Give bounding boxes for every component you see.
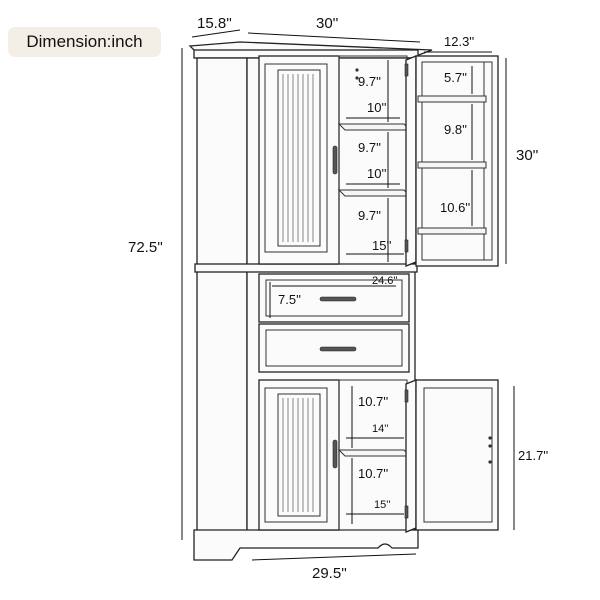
dim-drawer-height: 7.5'' (278, 292, 301, 307)
dim-upper-inner-width: 15'' (372, 238, 391, 253)
dim-lower-inner-width: 15'' (374, 499, 390, 511)
dim-door-shelf-gap-mid: 9.8'' (444, 122, 467, 137)
dim-drawer-width: 24.6'' (372, 275, 398, 287)
dim-lower-height: 21.7'' (518, 448, 548, 463)
lower-right-door (404, 379, 499, 533)
dim-shelf-gap-2: 9.7'' (358, 140, 381, 155)
units-badge: Dimension:inch (8, 27, 161, 57)
dim-lower-shelf-depth: 14'' (372, 423, 388, 435)
dim-door-shelf-gap-top: 5.7'' (444, 70, 467, 85)
dim-lower-gap-1: 10.7'' (358, 394, 388, 409)
dim-base-width: 29.5'' (312, 565, 347, 582)
dim-width-top: 30'' (316, 15, 339, 32)
dim-shelf-depth-1: 10'' (367, 100, 386, 115)
dim-door-shelf-gap-bottom: 10.6'' (440, 200, 470, 215)
dimension-lines (181, 29, 515, 561)
dim-lower-gap-2: 10.7'' (358, 466, 388, 481)
dim-total-height: 72.5'' (128, 239, 163, 256)
lower-left-door (258, 379, 340, 531)
drawers (258, 273, 410, 373)
dimension-labels: 15.8'' 30'' 12.3'' 9.7'' 10'' 9.7'' 10''… (128, 15, 548, 582)
dim-door-depth: 12.3'' (444, 34, 474, 49)
dim-depth-top: 15.8'' (197, 15, 232, 32)
dim-shelf-depth-2: 10'' (367, 166, 386, 181)
dim-shelf-gap-3: 9.7'' (358, 208, 381, 223)
dim-shelf-gap-1: 9.7'' (358, 74, 381, 89)
dim-upper-height: 30'' (516, 147, 539, 164)
upper-right-door (404, 55, 499, 267)
upper-left-door (258, 55, 340, 265)
units-badge-label: Dimension:inch (26, 32, 143, 51)
